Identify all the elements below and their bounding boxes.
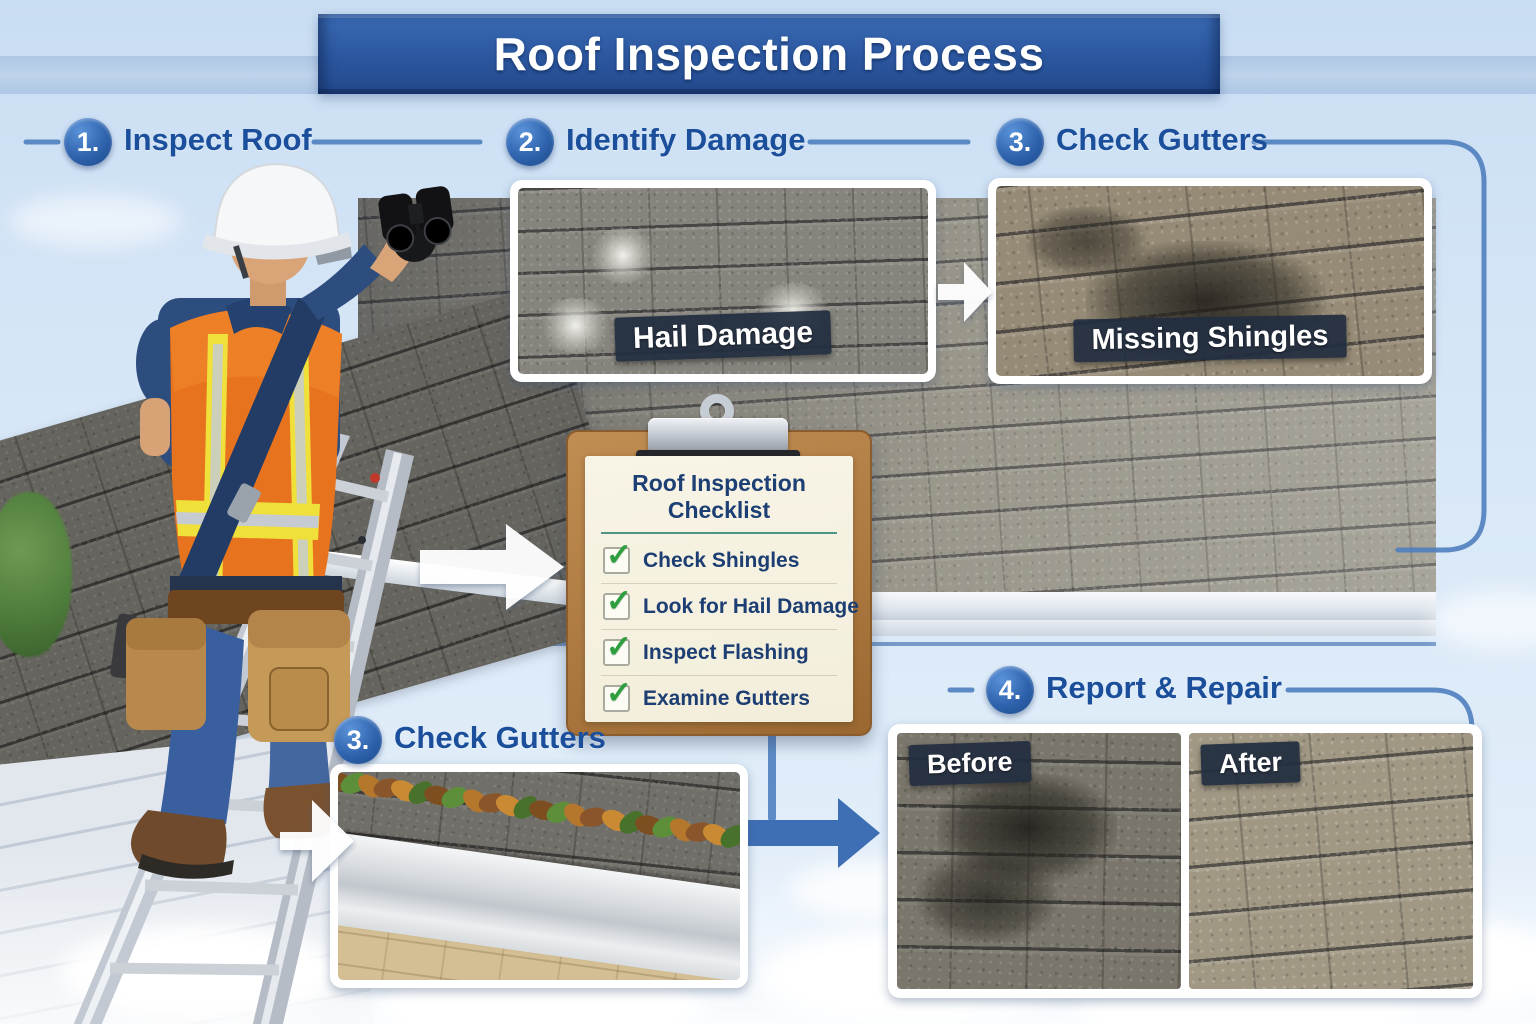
checklist-item-label: Inspect Flashing xyxy=(643,640,809,664)
step3-title: Check Gutters xyxy=(1056,122,1268,157)
missing-shingles-label: Missing Shingles xyxy=(1073,314,1347,363)
hail-mark xyxy=(588,228,658,283)
checklist-item: ✓ Look for Hail Damage xyxy=(601,583,859,630)
step1-title: Inspect Roof xyxy=(124,122,312,157)
hard-hat xyxy=(212,162,342,249)
checklist-item: ✓ Examine Gutters xyxy=(601,675,837,721)
tree xyxy=(0,492,72,657)
ladder-lock xyxy=(370,473,380,483)
after-photo: After xyxy=(1189,733,1473,989)
cloud xyxy=(10,195,180,247)
before-photo: Before xyxy=(897,733,1181,989)
before-label: Before xyxy=(908,740,1032,787)
check-icon: ✓ xyxy=(606,537,632,572)
worker-boot xyxy=(130,810,227,872)
worker-raised-arm xyxy=(302,244,386,320)
check-icon: ✓ xyxy=(606,583,632,618)
inspection-checklist: Roof Inspection Checklist ✓ Check Shingl… xyxy=(585,456,859,722)
checklist-title: Roof Inspection Checklist xyxy=(601,470,837,534)
checklist-item-label: Check Shingles xyxy=(643,548,800,572)
step3-number-badge: 3. xyxy=(996,118,1044,166)
missing-shingles-photo: Missing Shingles xyxy=(988,178,1432,384)
hail-damage-photo: Hail Damage xyxy=(510,180,936,382)
checklist-item-label: Examine Gutters xyxy=(643,686,810,710)
worker-harness-strap xyxy=(176,298,326,600)
hail-mark xyxy=(538,298,613,353)
check-icon: ✓ xyxy=(606,675,632,710)
step3b-number-badge: 3. xyxy=(334,716,382,764)
title-banner: Roof Inspection Process xyxy=(318,14,1220,94)
check-icon: ✓ xyxy=(606,629,632,664)
checkbox-checked: ✓ xyxy=(603,675,632,712)
cloud xyxy=(1430,590,1536,650)
gutter-photo xyxy=(330,764,748,988)
step4-number-badge: 4. xyxy=(986,666,1034,714)
checklist-item: ✓ Check Shingles xyxy=(601,537,837,584)
checklist-item: ✓ Inspect Flashing xyxy=(601,629,837,676)
hail-damage-label: Hail Damage xyxy=(614,310,832,362)
checklist-item-label: Look for Hail Damage xyxy=(643,594,859,618)
checkbox-checked: ✓ xyxy=(603,583,632,620)
checkbox-checked: ✓ xyxy=(603,537,632,574)
clipboard-clip xyxy=(648,418,788,454)
page-title: Roof Inspection Process xyxy=(493,28,1045,80)
step3b-title: Check Gutters xyxy=(394,720,606,755)
step4-title: Report & Repair xyxy=(1046,670,1282,705)
before-after-panel: Before After xyxy=(888,724,1482,998)
step2-title: Identify Damage xyxy=(566,122,806,157)
after-label: After xyxy=(1200,741,1301,786)
checkbox-checked: ✓ xyxy=(603,629,632,666)
step1-number-badge: 1. xyxy=(64,118,112,166)
step2-number-badge: 2. xyxy=(506,118,554,166)
binoculars-icon xyxy=(378,186,454,253)
